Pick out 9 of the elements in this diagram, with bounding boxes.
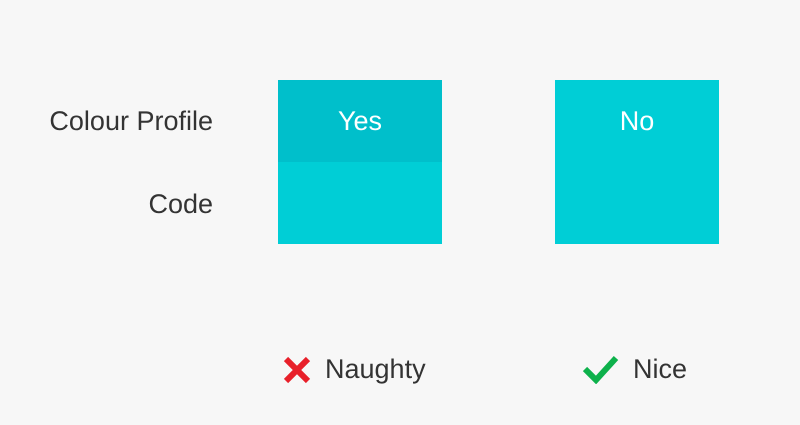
row-label: Code	[148, 188, 213, 221]
row-label: Colour Profile	[49, 105, 213, 138]
answer-panel	[278, 80, 442, 162]
answer-text: No	[620, 105, 654, 138]
legend-text: Naughty	[325, 353, 426, 386]
legend-text: Nice	[633, 353, 688, 386]
answer-panel	[555, 80, 719, 244]
empty-panel	[278, 162, 442, 244]
answer-text: Yes	[338, 105, 382, 138]
